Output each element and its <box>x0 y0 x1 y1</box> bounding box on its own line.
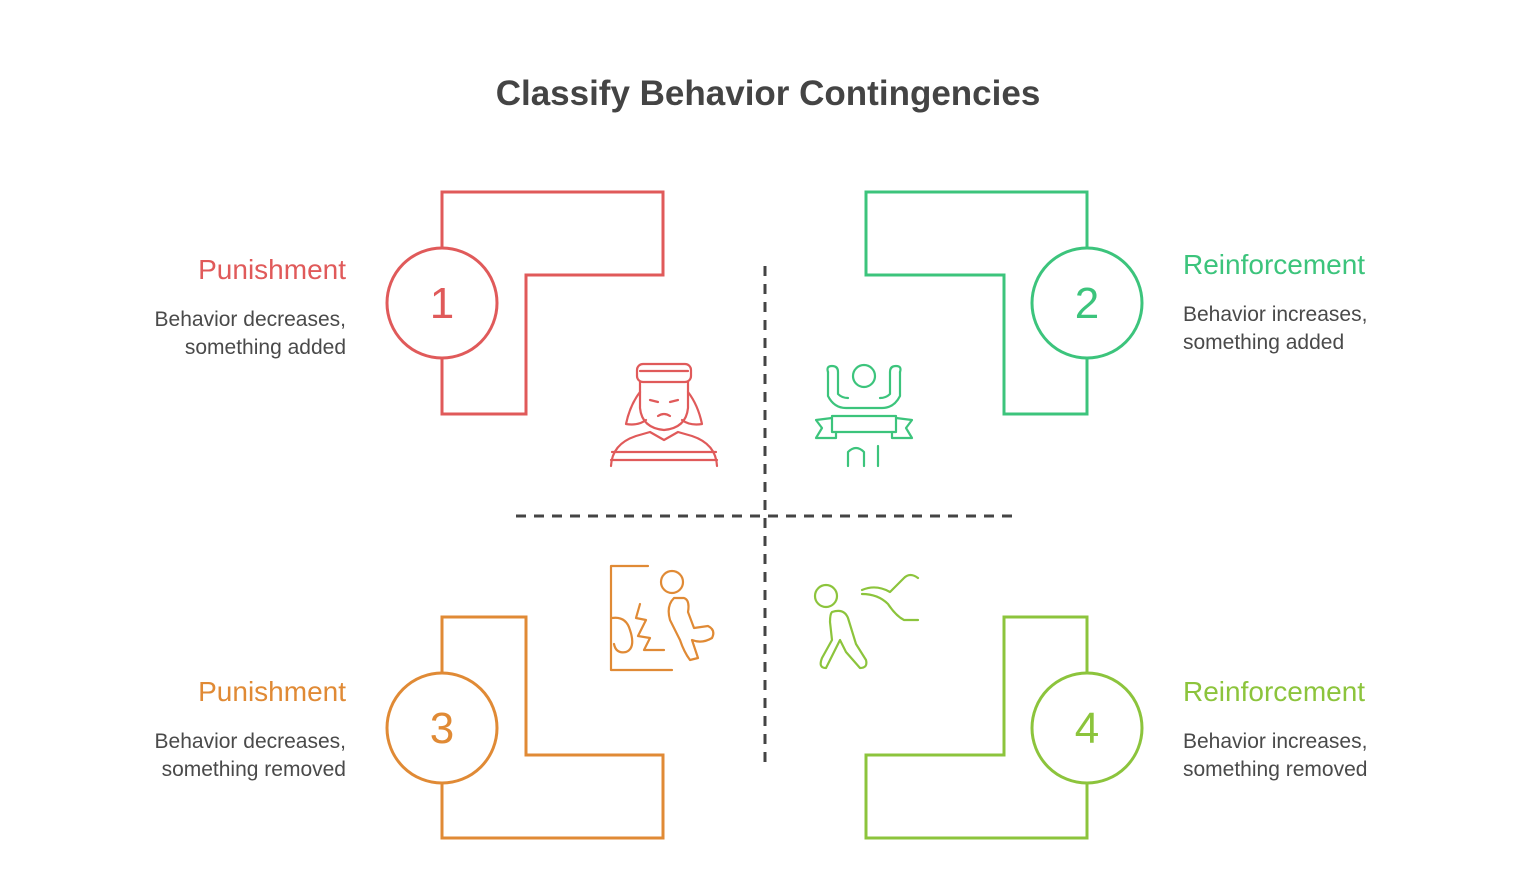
quadrant-4-description-line2: something removed <box>1183 758 1368 781</box>
quadrant-4-shape <box>864 615 1144 840</box>
quadrant-3-number: 3 <box>430 704 454 753</box>
quadrant-1-number: 1 <box>430 279 454 328</box>
quadrant-3-label: Punishment <box>198 676 346 707</box>
page-title: Classify Behavior Contingencies <box>495 74 1041 113</box>
quadrant-1-label: Punishment <box>198 254 346 285</box>
quadrant-3-description: Behavior decreases, something removed <box>60 728 346 784</box>
quadrant-1-description-line2: something added <box>184 336 346 359</box>
quadrant-2-number: 2 <box>1075 279 1099 328</box>
quadrant-4-label: Reinforcement <box>1183 676 1366 707</box>
quadrant-2-description-line1: Behavior increases, <box>1183 303 1368 326</box>
quadrant-3-shape <box>385 615 665 840</box>
quadrant-3-description-line2: something removed <box>161 758 346 781</box>
quadrant-1-shape <box>385 190 665 416</box>
quadrant-2-description-line2: something added <box>1183 331 1345 354</box>
walking-away-smoke-icon <box>813 573 920 670</box>
prisoner-icon <box>609 362 719 468</box>
quadrant-4-description-line1: Behavior increases, <box>1183 730 1368 753</box>
quadrant-1-description-line1: Behavior decreases, <box>154 308 346 331</box>
quadrant-4-description: Behavior increases, something removed <box>1183 728 1503 784</box>
quadrant-1-description: Behavior decreases, something added <box>60 306 346 362</box>
winner-icon <box>814 363 914 468</box>
quadrant-2-description: Behavior increases, something added <box>1183 301 1483 357</box>
quadrant-3-description-line1: Behavior decreases, <box>154 730 346 753</box>
quadrant-4-number: 4 <box>1075 704 1099 753</box>
quadrant-2-label: Reinforcement <box>1183 249 1366 280</box>
walking-out-door-icon <box>609 564 715 672</box>
quadrant-2-shape <box>864 190 1144 416</box>
